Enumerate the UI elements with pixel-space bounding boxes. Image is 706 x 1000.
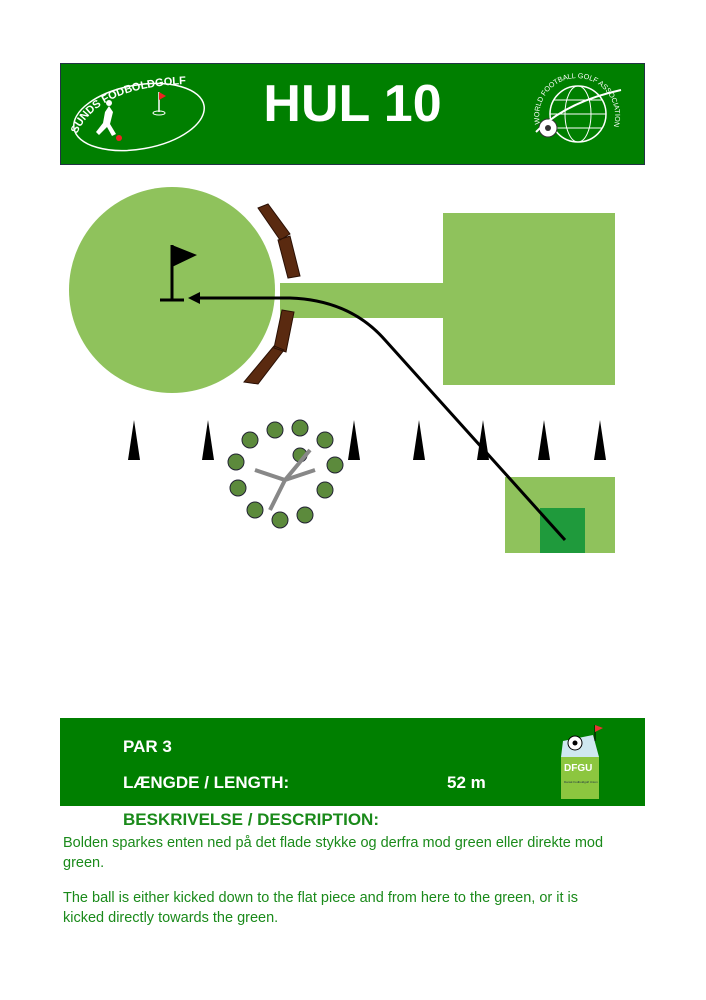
length-label: LÆNGDE / LENGTH: [123, 773, 290, 792]
tee-box [540, 508, 585, 553]
world-football-golf-association-logo: WORLD FOOTBALL GOLF ASSOCIATION [532, 72, 622, 143]
flag-icon [160, 245, 197, 302]
info-bar: PAR 3 LÆNGDE / LENGTH: 52 m DFGU Dansk F… [60, 718, 645, 806]
ball-path [195, 296, 567, 542]
flat-piece [443, 213, 615, 385]
arrow-head-icon [188, 292, 200, 304]
bunker-top [257, 203, 301, 279]
dfgu-logo: DFGU Dansk Fodboldgolf Union [561, 725, 603, 799]
par-label: PAR 3 [123, 737, 172, 756]
dfgu-logo-subtext: Dansk Fodboldgolf Union [564, 780, 598, 784]
description-danish: Bolden sparkes enten ned på det flade st… [63, 835, 604, 871]
hole-title: HUL 10 [263, 75, 442, 133]
dfgu-logo-text: DFGU [564, 763, 592, 774]
length-value: 52 m [447, 773, 486, 792]
header-banner: SUNDS FODBOLDGOLF HUL 10 WORLD FOOTBALL … [60, 63, 645, 165]
description-heading: BESKRIVELSE / DESCRIPTION: [123, 810, 379, 829]
bunker-bottom [243, 309, 295, 385]
hole-diagram [69, 187, 615, 553]
sunds-fodboldgolf-logo: SUNDS FODBOLDGOLF [69, 75, 205, 152]
description-english: The ball is either kicked down to the fl… [63, 890, 579, 926]
large-tree-icon [227, 418, 344, 529]
tree-row [128, 420, 606, 460]
